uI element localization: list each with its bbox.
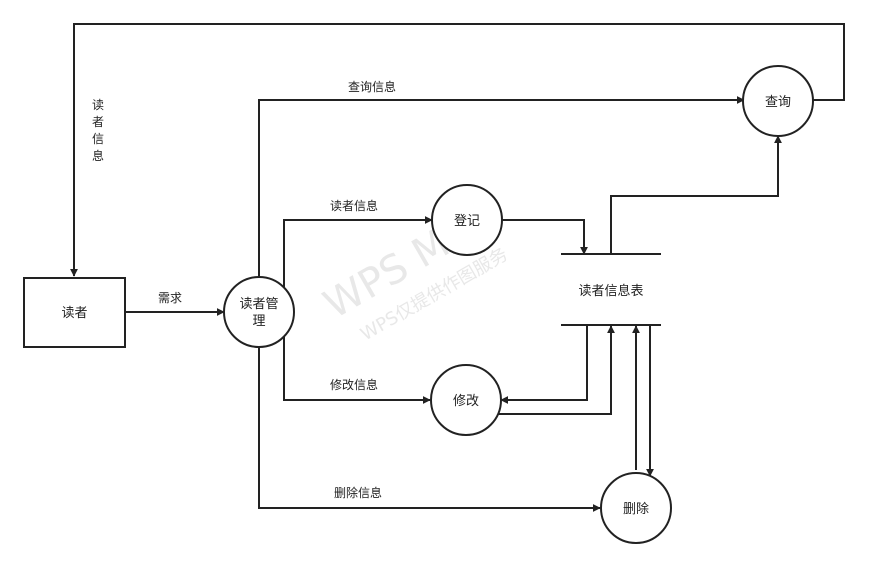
edge-label-query-info: 查询信息 [348, 79, 396, 94]
edge-query-to-reader [70, 23, 845, 277]
edge-label-modify-info: 修改信息 [330, 377, 378, 392]
node-query-label: 查询 [765, 95, 791, 110]
vertical-char-3: 信 [92, 132, 104, 146]
edge-modify-to-table [497, 325, 615, 415]
node-reader-management-label-2: 理 [252, 314, 265, 329]
datastore-reader-table[interactable]: 读者信息表 [561, 253, 661, 326]
datastore-reader-table-label: 读者信息表 [578, 283, 643, 299]
edge-mgmt-to-query [258, 96, 745, 276]
edge-label-vertical-reader-info: 读 者 信 息 [92, 98, 104, 163]
edge-register-to-table [502, 219, 588, 255]
edge-label-demand: 需求 [158, 291, 182, 305]
node-register[interactable]: 登记 [431, 184, 503, 256]
edge-mgmt-to-register [283, 216, 433, 290]
node-delete[interactable]: 删除 [600, 472, 672, 544]
edge-mgmt-to-delete [258, 348, 601, 512]
node-delete-label: 删除 [623, 502, 649, 517]
edge-label-reader-info: 读者信息 [330, 198, 378, 213]
vertical-char-4: 息 [92, 148, 104, 163]
edges [70, 23, 845, 512]
node-modify[interactable]: 修改 [430, 364, 502, 436]
edge-mgmt-to-modify [283, 336, 431, 404]
node-reader[interactable]: 读者 [23, 277, 126, 348]
node-reader-management[interactable]: 读者管 理 [223, 276, 295, 348]
node-reader-management-label-1: 读者管 [239, 297, 278, 312]
vertical-char-2: 者 [92, 115, 104, 129]
edge-table-to-query [610, 135, 782, 254]
node-query[interactable]: 查询 [742, 65, 814, 137]
node-modify-label: 修改 [453, 394, 479, 409]
edge-table-to-modify [500, 326, 588, 404]
node-reader-label: 读者 [61, 306, 87, 321]
edge-label-delete-info: 删除信息 [334, 485, 382, 500]
node-register-label: 登记 [454, 214, 480, 229]
vertical-char-1: 读 [92, 98, 104, 112]
